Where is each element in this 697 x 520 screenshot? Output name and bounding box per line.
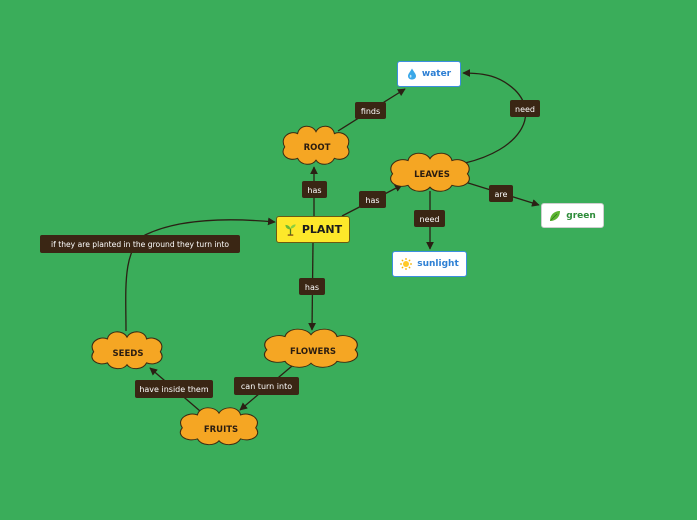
node-water[interactable]: water [397,61,461,87]
edge-label-text: need [515,105,535,114]
node-plant-label: PLANT [301,223,343,236]
node-leaves-label: LEAVES [414,170,450,180]
node-sunlight[interactable]: sunlight [392,251,467,277]
edge-label-root-water: finds [355,102,386,119]
edge-label-fruits-seeds: have inside them [135,380,213,398]
node-flowers-label: FLOWERS [290,347,336,357]
edge-label-text: are [495,190,508,199]
edge-label-plant-root: has [302,181,327,198]
edge-seeds-plant [125,217,276,332]
edge-label-flowers-fruits: can turn into [234,377,299,395]
edge-label-text: need [420,215,440,224]
edge-label-seeds-plant: if they are planted in the ground they t… [40,235,240,253]
edge-label-text: has [305,283,319,292]
sun-icon [400,258,413,270]
edge-label-text: finds [361,107,380,116]
edge-leaves-water [462,69,527,164]
node-sunlight-label: sunlight [417,259,459,269]
edge-label-text: have inside them [139,385,209,394]
edge-label-text: if they are planted in the ground they t… [51,240,229,249]
edge-label-leaves-sunlight: need [414,210,445,227]
node-plant[interactable]: PLANT [276,216,350,243]
leaf-icon [549,210,561,222]
water-drop-icon [407,68,417,80]
node-green[interactable]: green [541,203,604,228]
sprout-icon [284,223,297,236]
node-water-label: water [421,69,452,79]
node-root-label: ROOT [304,143,331,153]
edge-label-leaves-green: are [489,185,513,202]
edge-label-plant-flowers: has [299,278,325,295]
node-fruits-label: FRUITS [204,425,238,435]
edge-label-plant-leaves: has [359,191,386,208]
node-green-label: green [566,210,596,221]
node-seeds-label: SEEDS [113,349,144,359]
edge-label-leaves-water: need [510,100,540,117]
edge-label-text: can turn into [241,382,292,391]
edge-label-text: has [307,186,321,195]
edge-label-text: has [365,196,379,205]
